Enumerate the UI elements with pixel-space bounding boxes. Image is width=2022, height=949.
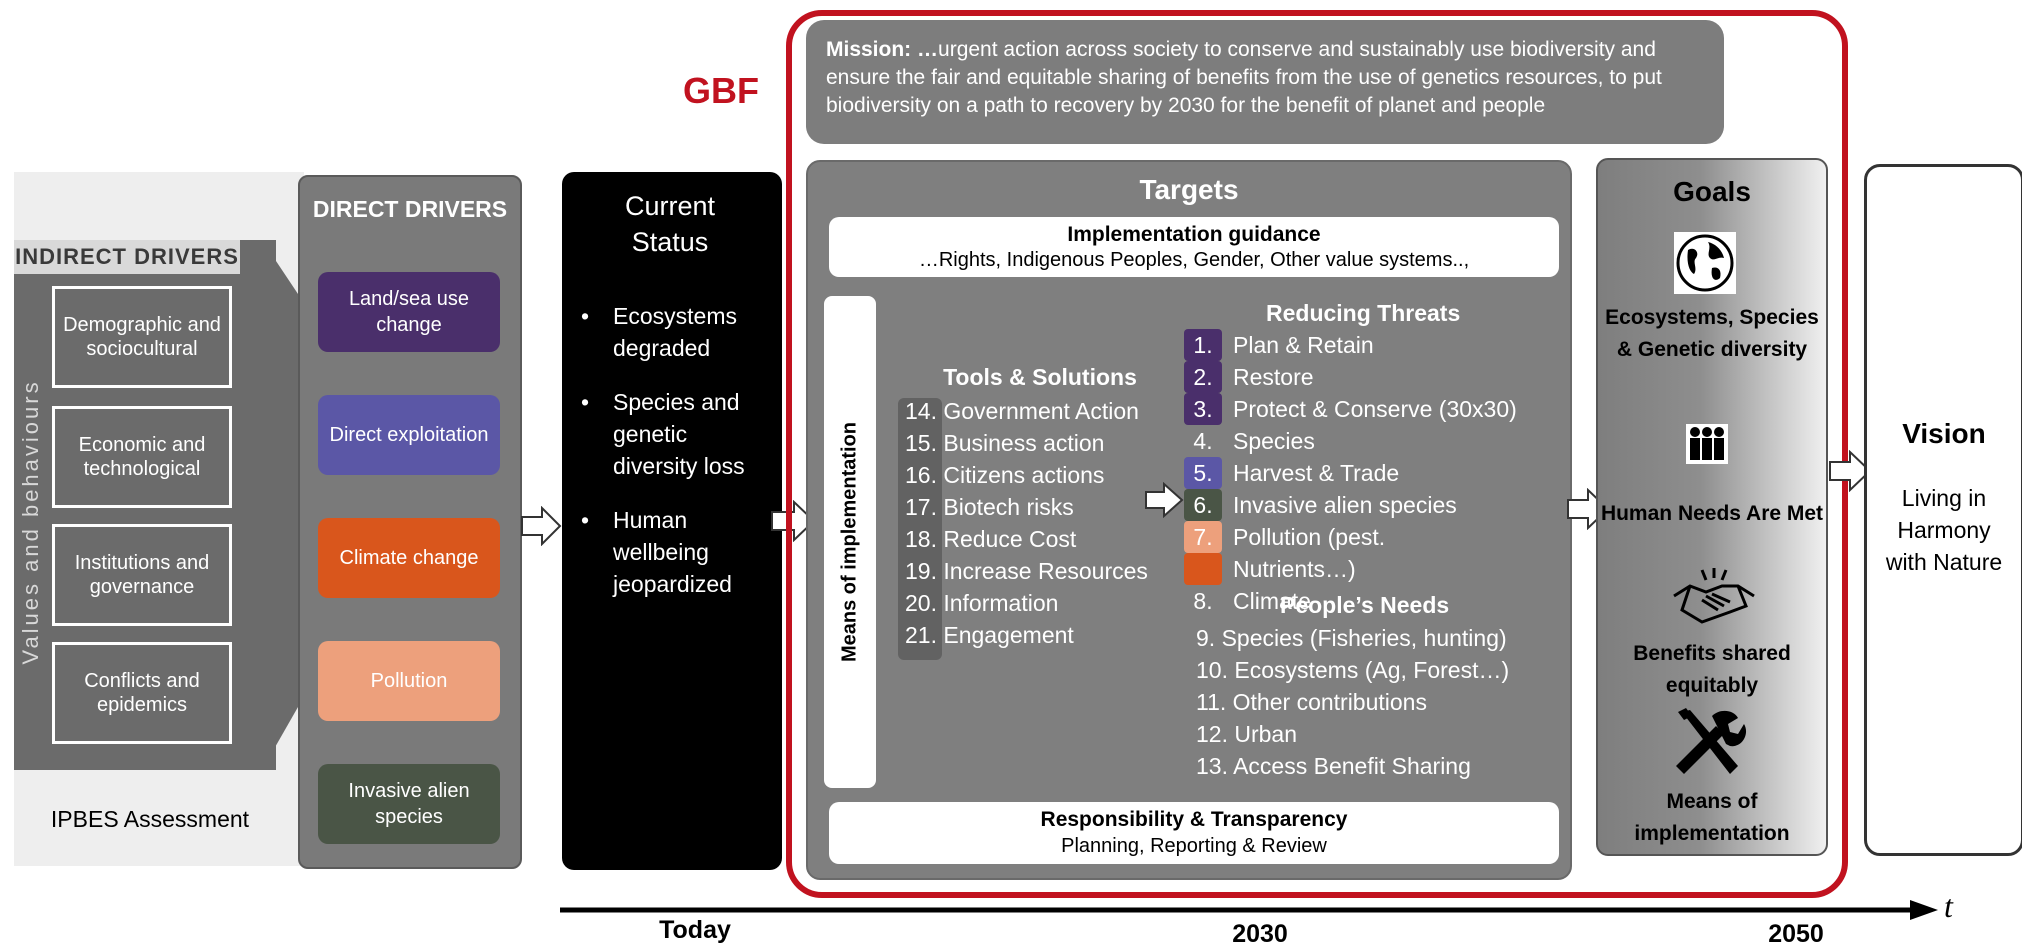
threat-item: Protect & Conserve (30x30) [1233,396,1517,422]
threat-number: 5. [1184,457,1222,489]
gbf-frame [786,10,1848,898]
mission-text: urgent action across society to conserve… [826,38,1662,117]
threat-number: 6. [1184,489,1222,521]
means-of-implementation-bar: Means of implementation [824,296,876,788]
globe-icon [1674,232,1736,294]
arrow-right-icon [771,500,816,542]
time-axis-label: t [1944,888,1953,924]
indirect-item: Institutions and governance [52,524,232,626]
threat-number: 7. [1184,521,1222,553]
threat-number: 3. [1184,393,1222,425]
direct-driver-invasive: Invasive alien species [318,764,500,844]
indirect-item: Economic and technological [52,406,232,508]
threat-item: Restore [1233,364,1314,390]
tool-item: 20. Information [905,590,1059,616]
tool-item: 19. Increase Resources [905,558,1148,584]
implementation-guidance-box: Implementation guidance …Rights, Indigen… [829,217,1559,277]
tool-item: 14. Government Action [905,398,1139,424]
status-bullet: Human wellbeing jeopardized [577,504,777,600]
tool-item: 15. Business action [905,430,1105,456]
arrow-right-icon [521,506,562,546]
need-item: 12. Urban [1196,721,1298,747]
handshake-icon [1673,568,1755,624]
arrow-right-icon [1145,482,1184,518]
indirect-item: Demographic and sociocultural [52,286,232,388]
resp-title: Responsibility & Transparency [1040,808,1348,831]
people-icon [1686,424,1728,464]
need-item: 11. Other contributions [1196,689,1427,715]
timeline-today: Today [659,916,731,944]
timeline-arrow [560,900,1938,920]
goal-benefits: Benefits shared equitably [1633,642,1791,697]
threat-item: Climate [1233,588,1311,614]
threat-item: Species [1233,428,1315,454]
status-bullet: Species and genetic diversity loss [577,386,777,482]
threat-item: Invasive alien species [1233,492,1457,518]
direct-driver-land-sea: Land/sea use change [318,272,500,352]
threat-number: 2. [1184,361,1222,393]
guidance-text: …Rights, Indigenous Peoples, Gender, Oth… [918,249,1470,271]
vision-title: Vision [1902,418,1986,449]
resp-text: Planning, Reporting & Review [1061,835,1327,857]
tools-title: Tools & Solutions [943,364,1137,390]
need-item: 13. Access Benefit Sharing [1196,753,1471,779]
threat-number: 4. [1193,428,1213,454]
tool-item: 21. Engagement [905,622,1074,648]
timeline-2050: 2050 [1768,920,1824,948]
guidance-title: Implementation guidance [1067,223,1321,246]
gbf-label: GBF [683,70,759,111]
vision-panel [1864,164,2022,856]
tool-item: 18. Reduce Cost [905,526,1077,552]
responsibility-box: Responsibility & Transparency Planning, … [829,802,1559,864]
current-status-title: Current Status [624,191,716,257]
tools-icon [1676,708,1747,774]
direct-driver-exploitation: Direct exploitation [318,395,500,475]
status-bullet: Ecosystems degraded [577,300,777,364]
ipbes-caption: IPBES Assessment [50,806,250,832]
threat-item: Pollution (pest. [1233,524,1386,550]
vision-text: Living in Harmony with Nature [1885,485,2003,575]
tools-number-strip [898,398,942,660]
need-item: 10. Ecosystems (Ag, Forest…) [1196,657,1510,683]
tool-item: 17. Biotech risks [905,494,1074,520]
goals-title: Goals [1673,176,1751,207]
threat-number: 8. [1193,588,1213,614]
mission-label: Mission: … [826,38,939,61]
tool-item: 16. Citizens actions [905,462,1105,488]
goal-human-needs: Human Needs Are Met [1600,502,1824,525]
direct-driver-climate: Climate change [318,518,500,598]
threats-title: Reducing Threats [1266,300,1461,326]
goal-ecosystems: Ecosystems, Species & Genetic diversity [1605,306,1819,361]
threat-item: Harvest & Trade [1233,460,1400,486]
direct-drivers-title: DIRECT DRIVERS [312,196,508,222]
timeline-2030: 2030 [1232,920,1288,948]
need-item: 9. Species (Fisheries, hunting) [1196,625,1507,651]
threat-item: Nutrients…) [1233,556,1356,582]
threat-item: Plan & Retain [1233,332,1374,358]
goal-means: Means of implementation [1634,790,1790,845]
arrow-right-icon [1829,450,1872,492]
targets-title: Targets [1139,174,1239,205]
indirect-drivers-title: INDIRECT DRIVERS [14,240,240,274]
threat-number: 1. [1184,329,1222,361]
direct-driver-pollution: Pollution [318,641,500,721]
values-behaviours-label: Values and behaviours [18,379,43,665]
mission-box: Mission: …urgent action across society t… [806,20,1724,144]
status-bullets: Ecosystems degraded Species and genetic … [577,300,777,622]
threat-number [1184,553,1222,585]
needs-title: People’s Needs [1280,592,1450,618]
indirect-item: Conflicts and epidemics [52,642,232,744]
